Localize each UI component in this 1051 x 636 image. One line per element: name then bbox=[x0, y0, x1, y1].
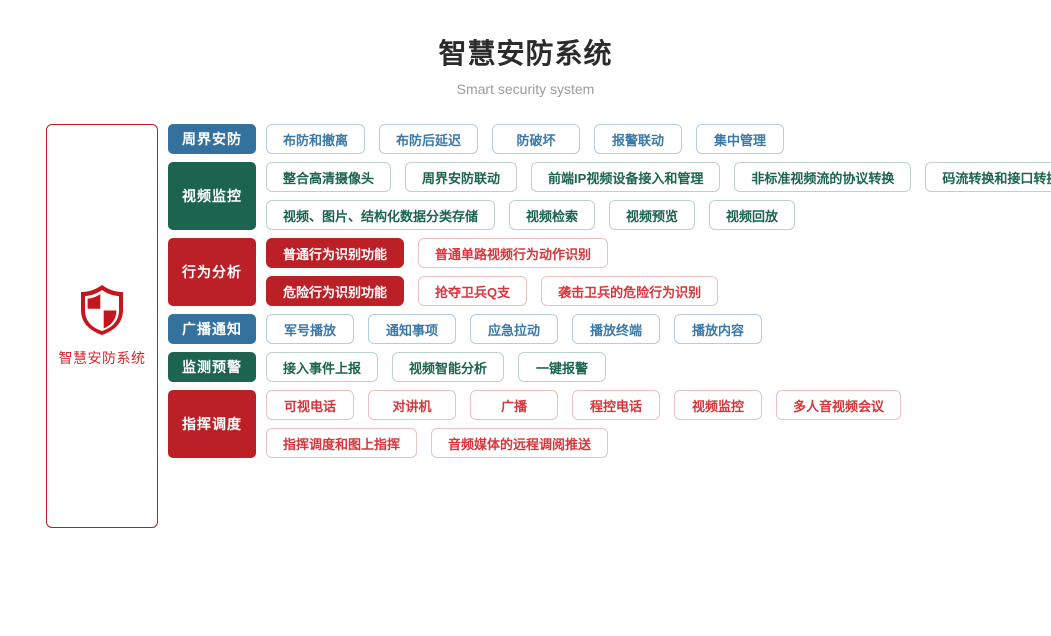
feature-chip[interactable]: 指挥调度和图上指挥 bbox=[266, 428, 418, 458]
feature-chip[interactable]: 视频、图片、结构化数据分类存储 bbox=[266, 200, 496, 230]
feature-chip[interactable]: 抢夺卫兵Q支 bbox=[418, 276, 528, 306]
page-header: 智慧安防系统 Smart security system bbox=[0, 0, 1051, 100]
feature-chip[interactable]: 多人音视频会议 bbox=[776, 390, 902, 420]
category-row: 视频监控整合高清摄像头周界安防联动前端IP视频设备接入和管理非标准视频流的协议转… bbox=[168, 162, 1051, 230]
feature-chip[interactable]: 防破坏 bbox=[492, 124, 581, 154]
feature-chip[interactable]: 播放终端 bbox=[572, 314, 660, 344]
category-label[interactable]: 视频监控 bbox=[168, 162, 256, 230]
feature-chip[interactable]: 普通行为识别功能 bbox=[266, 238, 405, 268]
feature-chip[interactable]: 程控电话 bbox=[572, 390, 660, 420]
item-line: 整合高清摄像头周界安防联动前端IP视频设备接入和管理非标准视频流的协议转换码流转… bbox=[266, 162, 1051, 192]
item-line: 可视电话对讲机广播程控电话视频监控多人音视频会议 bbox=[266, 390, 1051, 420]
feature-chip[interactable]: 报警联动 bbox=[594, 124, 683, 154]
category-items: 普通行为识别功能普通单路视频行为动作识别危险行为识别功能抢夺卫兵Q支袭击卫兵的危… bbox=[266, 238, 1051, 306]
category-items: 军号播放通知事项应急拉动播放终端播放内容 bbox=[266, 314, 1051, 344]
item-line: 军号播放通知事项应急拉动播放终端播放内容 bbox=[266, 314, 1051, 344]
feature-chip[interactable]: 接入事件上报 bbox=[266, 352, 379, 382]
category-items: 整合高清摄像头周界安防联动前端IP视频设备接入和管理非标准视频流的协议转换码流转… bbox=[266, 162, 1051, 230]
feature-chip[interactable]: 视频预览 bbox=[609, 200, 696, 230]
shield-icon bbox=[79, 284, 125, 336]
category-label[interactable]: 行为分析 bbox=[168, 238, 256, 306]
feature-chip[interactable]: 非标准视频流的协议转换 bbox=[734, 162, 912, 192]
feature-chip[interactable]: 应急拉动 bbox=[470, 314, 558, 344]
category-row: 监测预警接入事件上报视频智能分析一键报警 bbox=[168, 352, 1051, 382]
category-items: 布防和撤离布防后延迟防破坏报警联动集中管理 bbox=[266, 124, 1051, 154]
category-row: 行为分析普通行为识别功能普通单路视频行为动作识别危险行为识别功能抢夺卫兵Q支袭击… bbox=[168, 238, 1051, 306]
feature-chip[interactable]: 危险行为识别功能 bbox=[266, 276, 405, 306]
feature-chip[interactable]: 广播 bbox=[470, 390, 558, 420]
category-label[interactable]: 广播通知 bbox=[168, 314, 256, 344]
category-row: 周界安防布防和撤离布防后延迟防破坏报警联动集中管理 bbox=[168, 124, 1051, 154]
category-items: 可视电话对讲机广播程控电话视频监控多人音视频会议指挥调度和图上指挥音频媒体的远程… bbox=[266, 390, 1051, 458]
brand-panel: 智慧安防系统 bbox=[46, 124, 158, 528]
item-line: 布防和撤离布防后延迟防破坏报警联动集中管理 bbox=[266, 124, 1051, 154]
category-row: 指挥调度可视电话对讲机广播程控电话视频监控多人音视频会议指挥调度和图上指挥音频媒… bbox=[168, 390, 1051, 458]
feature-chip[interactable]: 播放内容 bbox=[674, 314, 762, 344]
category-label[interactable]: 指挥调度 bbox=[168, 390, 256, 458]
feature-chip[interactable]: 视频回放 bbox=[709, 200, 796, 230]
feature-chip[interactable]: 袭击卫兵的危险行为识别 bbox=[541, 276, 719, 306]
feature-chip[interactable]: 前端IP视频设备接入和管理 bbox=[531, 162, 721, 192]
category-rows: 周界安防布防和撤离布防后延迟防破坏报警联动集中管理视频监控整合高清摄像头周界安防… bbox=[168, 124, 1051, 466]
feature-chip[interactable]: 可视电话 bbox=[266, 390, 354, 420]
item-line: 危险行为识别功能抢夺卫兵Q支袭击卫兵的危险行为识别 bbox=[266, 276, 1051, 306]
feature-chip[interactable]: 对讲机 bbox=[368, 390, 456, 420]
item-line: 普通行为识别功能普通单路视频行为动作识别 bbox=[266, 238, 1051, 268]
feature-chip[interactable]: 集中管理 bbox=[696, 124, 785, 154]
feature-chip[interactable]: 布防后延迟 bbox=[379, 124, 479, 154]
item-line: 指挥调度和图上指挥音频媒体的远程调阅推送 bbox=[266, 428, 1051, 458]
feature-chip[interactable]: 普通单路视频行为动作识别 bbox=[418, 238, 609, 268]
feature-chip[interactable]: 一键报警 bbox=[518, 352, 607, 382]
page-title: 智慧安防系统 bbox=[438, 38, 613, 69]
category-row: 广播通知军号播放通知事项应急拉动播放终端播放内容 bbox=[168, 314, 1051, 344]
feature-chip[interactable]: 周界安防联动 bbox=[405, 162, 518, 192]
feature-chip[interactable]: 视频检索 bbox=[509, 200, 596, 230]
category-items: 接入事件上报视频智能分析一键报警 bbox=[266, 352, 1051, 382]
feature-chip[interactable]: 码流转换和接口转换 bbox=[925, 162, 1051, 192]
brand-name: 智慧安防系统 bbox=[58, 350, 146, 366]
feature-chip[interactable]: 整合高清摄像头 bbox=[266, 162, 392, 192]
item-line: 视频、图片、结构化数据分类存储视频检索视频预览视频回放 bbox=[266, 200, 1051, 230]
page-subtitle: Smart security system bbox=[456, 81, 595, 97]
category-label[interactable]: 监测预警 bbox=[168, 352, 256, 382]
feature-chip[interactable]: 军号播放 bbox=[266, 314, 354, 344]
item-line: 接入事件上报视频智能分析一键报警 bbox=[266, 352, 1051, 382]
capability-board: 智慧安防系统 周界安防布防和撤离布防后延迟防破坏报警联动集中管理视频监控整合高清… bbox=[0, 124, 1051, 528]
feature-chip[interactable]: 视频监控 bbox=[674, 390, 762, 420]
category-label[interactable]: 周界安防 bbox=[168, 124, 256, 154]
feature-chip[interactable]: 布防和撤离 bbox=[266, 124, 366, 154]
feature-chip[interactable]: 视频智能分析 bbox=[392, 352, 505, 382]
feature-chip[interactable]: 音频媒体的远程调阅推送 bbox=[431, 428, 609, 458]
feature-chip[interactable]: 通知事项 bbox=[368, 314, 456, 344]
